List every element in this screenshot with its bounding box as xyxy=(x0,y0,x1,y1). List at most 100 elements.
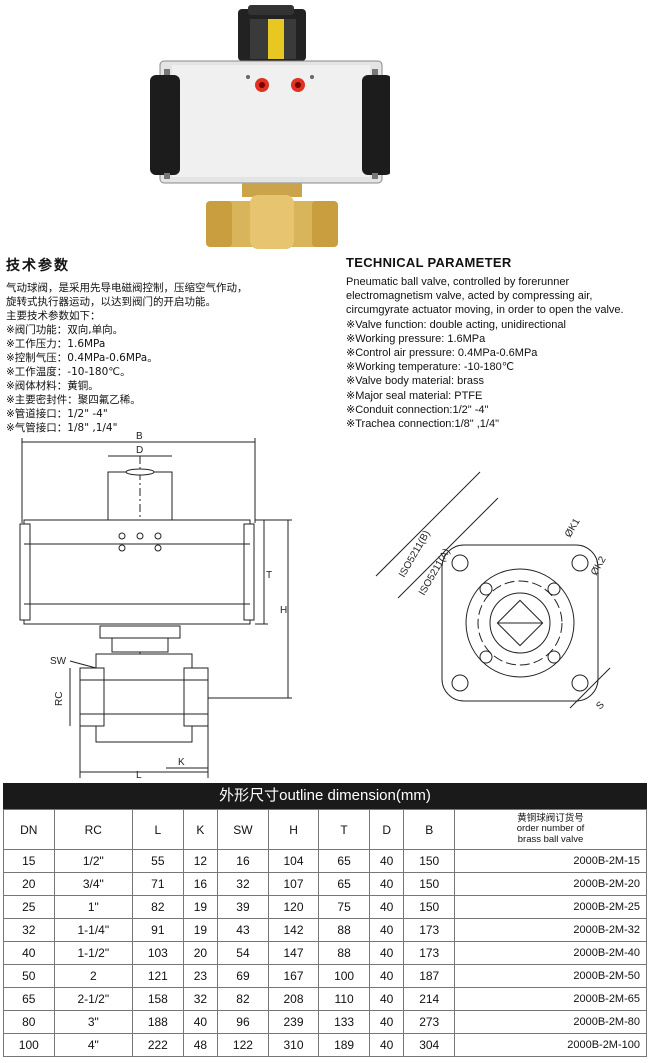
table-cell: 189 xyxy=(318,1033,370,1057)
table-cell: 121 xyxy=(132,964,184,988)
table-cell: 2000B-2M-65 xyxy=(454,987,647,1011)
label-k: K xyxy=(178,757,185,768)
table-cell: 40 xyxy=(368,1010,405,1034)
cn-line: ※控制气压：0.4MPa-0.6MPa。 xyxy=(6,352,158,364)
table-cell: 88 xyxy=(318,918,370,942)
table-cell: 100 xyxy=(3,1033,55,1057)
cn-line: ※主要密封件：聚四氟乙稀。 xyxy=(6,394,141,406)
table-cell: 20 xyxy=(182,941,219,965)
valve-actuator-photo xyxy=(150,5,390,249)
table-cell: 69 xyxy=(217,964,269,988)
en-line: ※Working temperature: -10-180℃ xyxy=(346,361,515,374)
cn-title: 技术参数 xyxy=(6,258,70,274)
table-cell: 16 xyxy=(217,849,269,873)
header-k: K xyxy=(182,809,219,850)
cn-line: ※工作温度：-10-180℃。 xyxy=(6,366,131,378)
label-rc: RC xyxy=(54,692,65,706)
table-cell: 40 xyxy=(368,964,405,988)
table-cell: 304 xyxy=(403,1033,455,1057)
table-cell: 32 xyxy=(182,987,219,1011)
cn-line: 主要技术参数如下： xyxy=(6,310,101,322)
header-l: L xyxy=(132,809,184,850)
table-cell: 122 xyxy=(217,1033,269,1057)
table-cell: 208 xyxy=(267,987,320,1011)
table-cell: 4" xyxy=(53,1033,134,1057)
table-cell: 2000B-2M-15 xyxy=(454,849,647,873)
table-title: 外形尺寸outline dimension(mm) xyxy=(3,783,647,809)
header-t: T xyxy=(318,809,370,850)
cn-line: ※管道接口：1/2" -4" xyxy=(6,408,108,420)
table-cell: 103 xyxy=(132,941,184,965)
en-line: ※Control air pressure: 0.4MPa-0.6MPa xyxy=(346,347,538,360)
table-cell: 173 xyxy=(403,941,455,965)
table-cell: 32 xyxy=(3,918,55,942)
table-cell: 2000B-2M-100 xyxy=(454,1033,647,1057)
table-cell: 1" xyxy=(53,895,134,919)
en-line: ※Conduit connection:1/2" -4" xyxy=(346,403,489,416)
table-cell: 2000B-2M-40 xyxy=(454,941,647,965)
table-cell: 39 xyxy=(217,895,269,919)
table-cell: 1-1/4" xyxy=(53,918,134,942)
table-cell: 88 xyxy=(318,941,370,965)
en-line: ※Trachea connection:1/8" ,1/4" xyxy=(346,418,499,431)
label-h: H xyxy=(280,605,287,616)
outline-dimension-table: 外形尺寸outline dimension(mm) DN RC L K SW H… xyxy=(3,783,647,1057)
table-cell: 110 xyxy=(318,987,370,1011)
table-cell: 273 xyxy=(403,1010,455,1034)
table-cell: 188 xyxy=(132,1010,184,1034)
en-line: electromagnetism valve, acted by compres… xyxy=(346,290,593,303)
table-cell: 40 xyxy=(368,849,405,873)
table-cell: 150 xyxy=(403,849,455,873)
table-cell: 239 xyxy=(267,1010,320,1034)
table-cell: 19 xyxy=(182,895,219,919)
table-cell: 2000B-2M-20 xyxy=(454,872,647,896)
table-cell: 54 xyxy=(217,941,269,965)
label-b: B xyxy=(136,431,143,442)
table-cell: 43 xyxy=(217,918,269,942)
header-dn: DN xyxy=(3,809,55,850)
english-technical-parameters: TECHNICAL PARAMETER Pneumatic ball valve… xyxy=(346,255,646,431)
table-cell: 80 xyxy=(3,1010,55,1034)
table-cell: 100 xyxy=(318,964,370,988)
table-cell: 133 xyxy=(318,1010,370,1034)
table-cell: 158 xyxy=(132,987,184,1011)
table-cell: 82 xyxy=(217,987,269,1011)
table-header-row: DN RC L K SW H T D B 黄铜球阀订货号 order numbe… xyxy=(3,809,647,850)
en-line: ※Working pressure: 1.6MPa xyxy=(346,332,486,345)
chinese-technical-parameters: 技术参数 气动球阀，是采用先导电磁阀控制，压缩空气作动， 旋转式执行器运动，以达… xyxy=(6,255,336,435)
en-title: TECHNICAL PARAMETER xyxy=(346,255,512,270)
en-line: ※Valve function: double acting, unidirec… xyxy=(346,318,566,331)
table-cell: 167 xyxy=(267,964,320,988)
table-cell: 71 xyxy=(132,872,184,896)
header-h: H xyxy=(267,809,320,850)
label-d: D xyxy=(136,445,143,456)
table-cell: 23 xyxy=(182,964,219,988)
header-sw: SW xyxy=(217,809,269,850)
table-cell: 40 xyxy=(368,895,405,919)
table-cell: 222 xyxy=(132,1033,184,1057)
table-cell: 173 xyxy=(403,918,455,942)
table-cell: 214 xyxy=(403,987,455,1011)
table-cell: 150 xyxy=(403,895,455,919)
en-line: ※Major seal material: PTFE xyxy=(346,389,483,402)
table-cell: 2000B-2M-50 xyxy=(454,964,647,988)
table-cell: 120 xyxy=(267,895,320,919)
table-cell: 142 xyxy=(267,918,320,942)
cn-line: ※阀体材料：黄铜。 xyxy=(6,380,99,392)
table-cell: 75 xyxy=(318,895,370,919)
table-cell: 310 xyxy=(267,1033,320,1057)
table-cell: 65 xyxy=(318,872,370,896)
cn-line: ※阀门功能：双向,单向。 xyxy=(6,324,124,336)
label-s: S xyxy=(594,699,607,712)
header-order-number: 黄铜球阀订货号 order number of brass ball valve xyxy=(454,809,647,850)
en-line: Pneumatic ball valve, controlled by fore… xyxy=(346,276,570,288)
header-b: B xyxy=(403,809,455,850)
table-cell: 2 xyxy=(53,964,134,988)
